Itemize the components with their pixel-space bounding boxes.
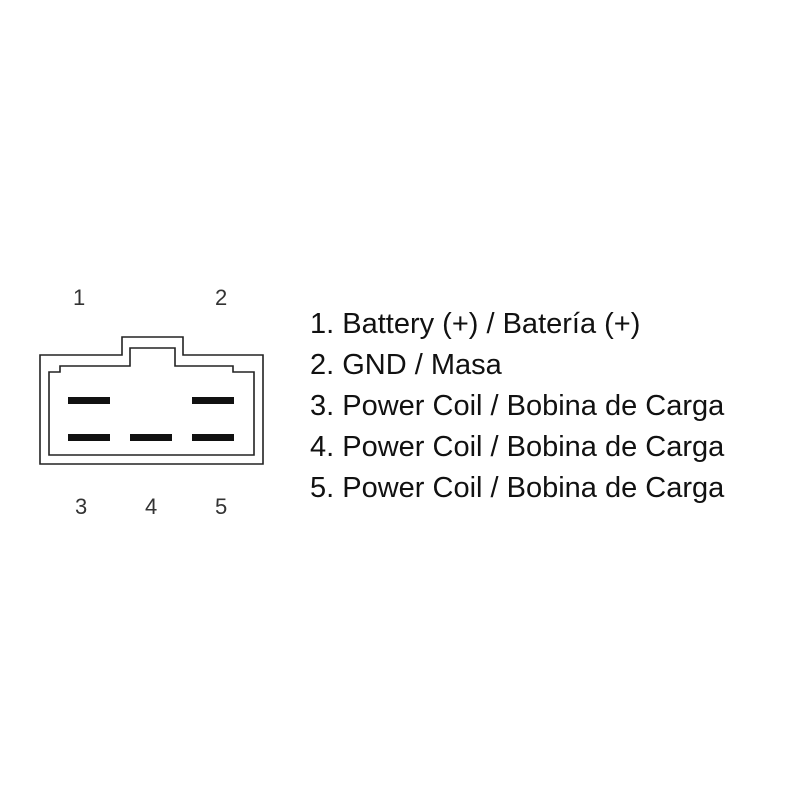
legend-item-pin-4: 4. Power Coil / Bobina de Carga	[310, 431, 725, 463]
terminal-slot-5	[192, 434, 234, 441]
terminal-slot-3	[68, 434, 110, 441]
pin-legend: 1. Battery (+) / Batería (+) 2. GND / Ma…	[310, 304, 724, 509]
legend-item-pin-3: 3. Power Coil / Bobina de Carga	[310, 390, 725, 422]
terminal-slot-4	[130, 434, 172, 441]
connector-housing-outer	[39, 336, 264, 465]
terminal-slot-2	[192, 397, 234, 404]
legend-item-pin-2: 2. GND / Masa	[310, 349, 502, 381]
pin-number-2: 2	[215, 285, 228, 310]
legend-item-pin-5: 5. Power Coil / Bobina de Carga	[310, 472, 725, 504]
pin-number-1: 1	[73, 285, 86, 310]
pin-number-4: 4	[145, 494, 158, 519]
connector-housing-inner	[48, 347, 255, 456]
terminal-slot-1	[68, 397, 110, 404]
legend-item-pin-1: 1. Battery (+) / Batería (+)	[310, 308, 641, 340]
pin-number-3: 3	[75, 494, 88, 519]
pin-number-5: 5	[215, 494, 228, 519]
